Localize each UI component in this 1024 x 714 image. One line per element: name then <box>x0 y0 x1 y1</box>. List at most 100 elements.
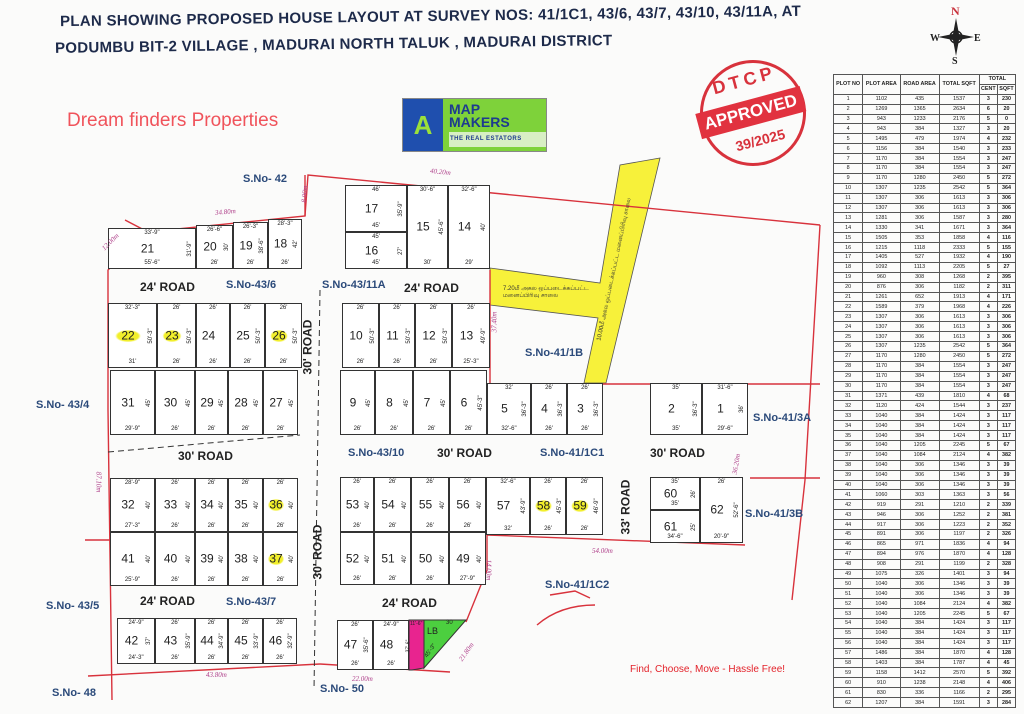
cell-sqft: 232 <box>996 133 1017 145</box>
cell-road-area: 384 <box>899 123 940 135</box>
cell-plot-area: 960 <box>862 271 901 283</box>
cell-plot-no: 2 <box>832 103 864 115</box>
cell-total-sqft: 1346 <box>938 469 980 481</box>
survey-label: S.No-41/1C2 <box>545 579 610 591</box>
cell-road-area: 652 <box>899 291 940 303</box>
cell-road-area: 976 <box>899 548 940 560</box>
cell-total-sqft: 1591 <box>938 697 980 708</box>
cell-plot-no: 21 <box>832 291 864 303</box>
plot-rear-dimension: 26' <box>426 576 434 582</box>
plot-rear-dimension: 26' <box>276 655 284 661</box>
cell-cent: 4 <box>978 598 998 610</box>
plot-rear-dimension: 26' <box>281 260 289 266</box>
cell-total-sqft: 1199 <box>938 558 980 570</box>
cell-road-area: 341 <box>899 222 940 234</box>
cell-plot-area: 894 <box>862 548 901 560</box>
cell-cent: 3 <box>978 627 998 639</box>
cell-plot-area: 1170 <box>862 172 901 184</box>
plot-rear-dimension: 26' <box>207 426 216 432</box>
cell-plot-area: 1330 <box>862 222 901 234</box>
plot-number: 40 <box>163 551 178 566</box>
cell-plot-no: 13 <box>832 212 864 224</box>
cell-cent: 4 <box>978 548 998 560</box>
plot-number: 42 <box>124 633 139 648</box>
plot-number: 7 <box>423 395 431 409</box>
plot-depth-dimension: 50'-3" <box>256 327 262 344</box>
cell-plot-area: 1040 <box>862 420 901 432</box>
plot-depth-dimension: 46'-9" <box>594 498 600 514</box>
cell-plot-no: 34 <box>832 420 864 432</box>
plot-rear-dimension: 29' <box>465 260 473 266</box>
plot-front-dimension: 26' <box>581 385 589 391</box>
cell-cent: 3 <box>978 380 998 392</box>
plot-depth-dimension: 40' <box>186 555 192 563</box>
cell-plot-area: 1170 <box>862 163 901 174</box>
cell-sqft: 247 <box>996 163 1017 174</box>
brand-name: Dream finders Properties <box>67 110 279 131</box>
cell-total-sqft: 1544 <box>938 400 980 412</box>
cell-sqft: 117 <box>996 410 1017 422</box>
survey-label: S.No-41/3B <box>745 508 804 520</box>
plot-number: 31 <box>121 395 135 409</box>
cell-plot-no: 56 <box>832 637 864 649</box>
cell-cent: 5 <box>978 341 998 352</box>
plot-depth-dimension: 40' <box>219 501 225 509</box>
cell-cent: 4 <box>978 252 998 263</box>
cell-plot-area: 943 <box>862 123 901 135</box>
plot-rear-dimension: 27'-9" <box>459 576 476 582</box>
cell-cent: 2 <box>978 519 998 530</box>
plot-number: 4 <box>541 401 548 416</box>
cell-cent: 5 <box>978 667 998 679</box>
cell-plot-area: 1371 <box>862 390 901 402</box>
plot-number: 13 <box>459 328 474 342</box>
plot-number: 30 <box>163 395 178 409</box>
cell-plot-no: 35 <box>832 430 864 441</box>
plot-rear-dimension: 45' <box>372 260 380 266</box>
cell-plot-area: 1040 <box>862 449 901 461</box>
plot-rear-dimension: 26' <box>171 655 179 661</box>
plot-front-dimension: 30'-6" <box>419 187 436 193</box>
plot-rear-dimension: 26' <box>171 577 179 583</box>
plot-rear-dimension: 26' <box>243 359 252 365</box>
cell-road-area: 384 <box>899 430 940 441</box>
cell-sqft: 39 <box>996 479 1017 491</box>
col-plot-no: PLOT NO <box>832 74 864 95</box>
cell-plot-area: 1040 <box>862 608 901 619</box>
compass-e: E <box>974 33 981 44</box>
cell-total-sqft: 1858 <box>938 232 980 244</box>
cell-plot-no: 5 <box>832 133 864 145</box>
cell-road-area: 306 <box>899 212 940 224</box>
cell-plot-area: 1170 <box>862 153 901 165</box>
plot-front-dimension: 26' <box>209 305 217 311</box>
cell-plot-no: 20 <box>832 281 864 293</box>
cell-plot-no: 31 <box>832 390 864 402</box>
cell-plot-no: 11 <box>832 192 864 204</box>
cell-plot-no: 10 <box>832 182 864 194</box>
cell-plot-area: 1405 <box>862 252 901 263</box>
plot-front-dimension: 26' <box>356 305 365 311</box>
plot-front-dimension: 46' <box>372 187 380 193</box>
cell-cent: 5 <box>978 242 998 254</box>
cell-cent: 4 <box>978 538 998 550</box>
cell-plot-no: 19 <box>832 271 864 283</box>
plot-depth-dimension: 45' <box>289 398 295 407</box>
plot-number: 61 <box>663 519 678 533</box>
plot-rear-dimension: 26' <box>388 576 397 582</box>
plot-front-dimension: 35' <box>671 479 679 485</box>
cell-plot-area: 1307 <box>862 202 901 214</box>
cell-cent: 2 <box>978 558 998 570</box>
plot-number: 18 <box>273 236 288 251</box>
compass-w: W <box>930 33 940 44</box>
